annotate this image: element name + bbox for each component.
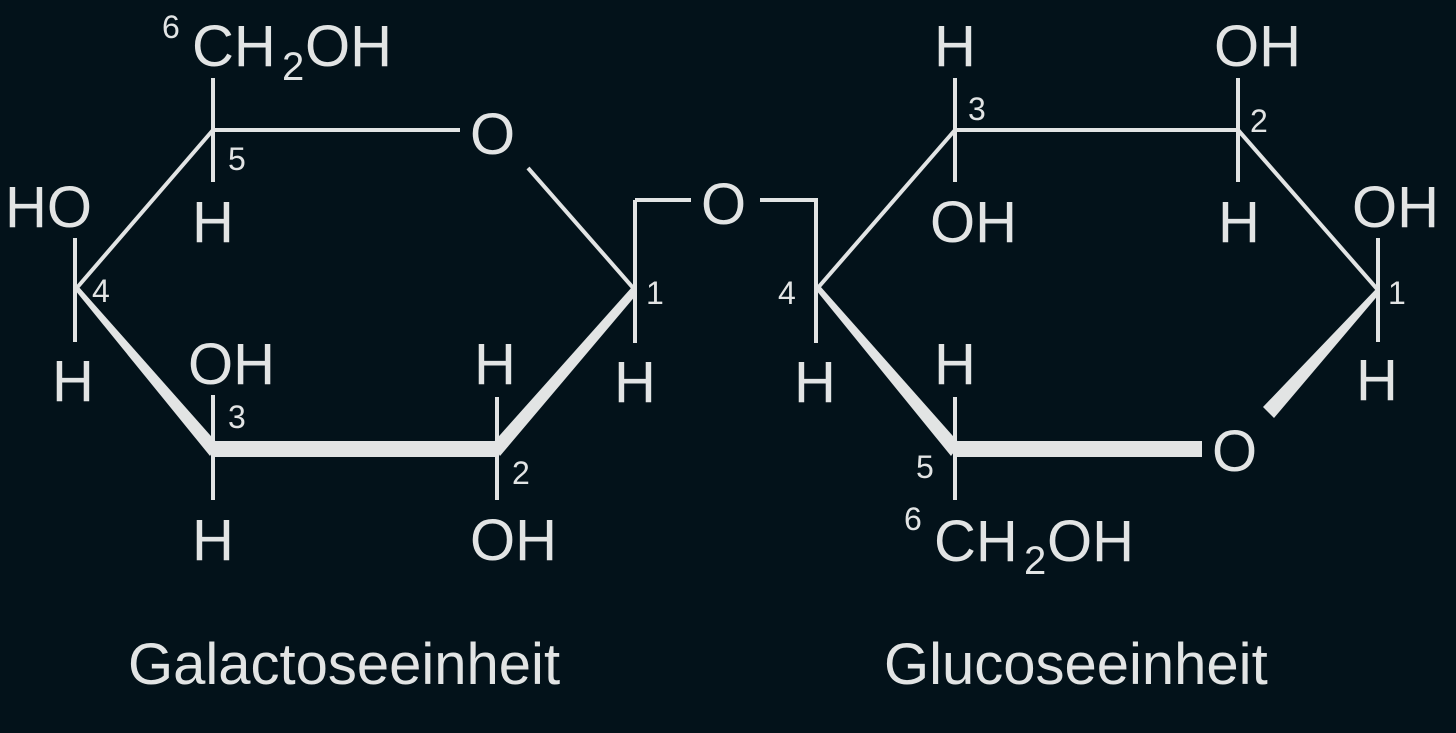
gal-c3-number: 3 [228, 399, 246, 435]
gal-wedge-c4-c3 [75, 286, 218, 456]
gal-wedge-c2-c1 [492, 287, 637, 456]
gal-c4-h: H [52, 349, 94, 414]
gal-c6-number: 6 [162, 9, 180, 45]
glc-c3-oh: OH [930, 190, 1017, 255]
gal-c3-h: H [192, 508, 234, 573]
gal-bond-o-c1 [526, 166, 637, 292]
galactose-unit: O 6 CH 2 OH 5 H HO 4 H OH 3 H H 2 OH 1 H… [5, 9, 664, 697]
glc-c3-number: 3 [968, 91, 986, 127]
gal-c5-number: 5 [228, 141, 246, 177]
glc-c1-number: 1 [1388, 275, 1406, 311]
gal-c6-oh: OH [305, 14, 392, 79]
gal-bond-c5-c4 [73, 128, 215, 292]
glc-bold-c5-o [954, 441, 1202, 457]
glc-c1-h: H [1356, 348, 1398, 413]
glucose-caption: Glucoseeinheit [884, 632, 1268, 697]
gal-ring-oxygen: O [470, 102, 515, 167]
glc-c2-oh: OH [1214, 14, 1301, 79]
gal-c2-number: 2 [512, 455, 530, 491]
gal-c5-h: H [192, 190, 234, 255]
glc-c5-h: H [934, 332, 976, 397]
glc-c6-sub: 2 [1024, 539, 1046, 583]
glc-c6-ch: CH [934, 509, 1018, 574]
gal-bold-c3-c2 [212, 441, 498, 457]
glc-c4-number: 4 [778, 275, 796, 311]
glc-wedge-c4-c5 [816, 286, 960, 456]
gal-c4-number: 4 [92, 273, 110, 309]
glc-c4-h: H [794, 350, 836, 415]
galactose-caption: Galactoseeinheit [128, 632, 560, 697]
glycosidic-linkage: O [635, 172, 818, 290]
gal-c1-h: H [614, 350, 656, 415]
gal-c3-oh: OH [188, 332, 275, 397]
glc-c2-h: H [1218, 190, 1260, 255]
gal-c4-ho: HO [5, 175, 92, 240]
glc-c6-oh: OH [1047, 509, 1134, 574]
gal-c6-sub: 2 [282, 45, 304, 89]
glc-c6-number: 6 [904, 501, 922, 537]
glc-bond-c3-c4 [814, 128, 957, 292]
glc-c3-h: H [934, 14, 976, 79]
glc-c2-number: 2 [1250, 103, 1268, 139]
glucose-unit: H 3 OH OH 2 H OH 1 H 4 H H 5 O 6 CH 2 OH… [778, 14, 1439, 697]
gal-c2-h: H [474, 332, 516, 397]
gal-c2-oh: OH [470, 508, 557, 573]
gal-c1-number: 1 [646, 275, 664, 311]
glc-wedge-o-c1 [1263, 288, 1380, 418]
glc-ring-oxygen: O [1212, 419, 1257, 484]
gal-c6-ch: CH [192, 14, 276, 79]
glc-c5-number: 5 [916, 449, 934, 485]
glc-c1-oh: OH [1352, 175, 1439, 240]
glc-bond-c2-c1 [1236, 128, 1380, 292]
linkage-oxygen: O [701, 172, 746, 237]
linkage-bond-right [760, 198, 818, 290]
